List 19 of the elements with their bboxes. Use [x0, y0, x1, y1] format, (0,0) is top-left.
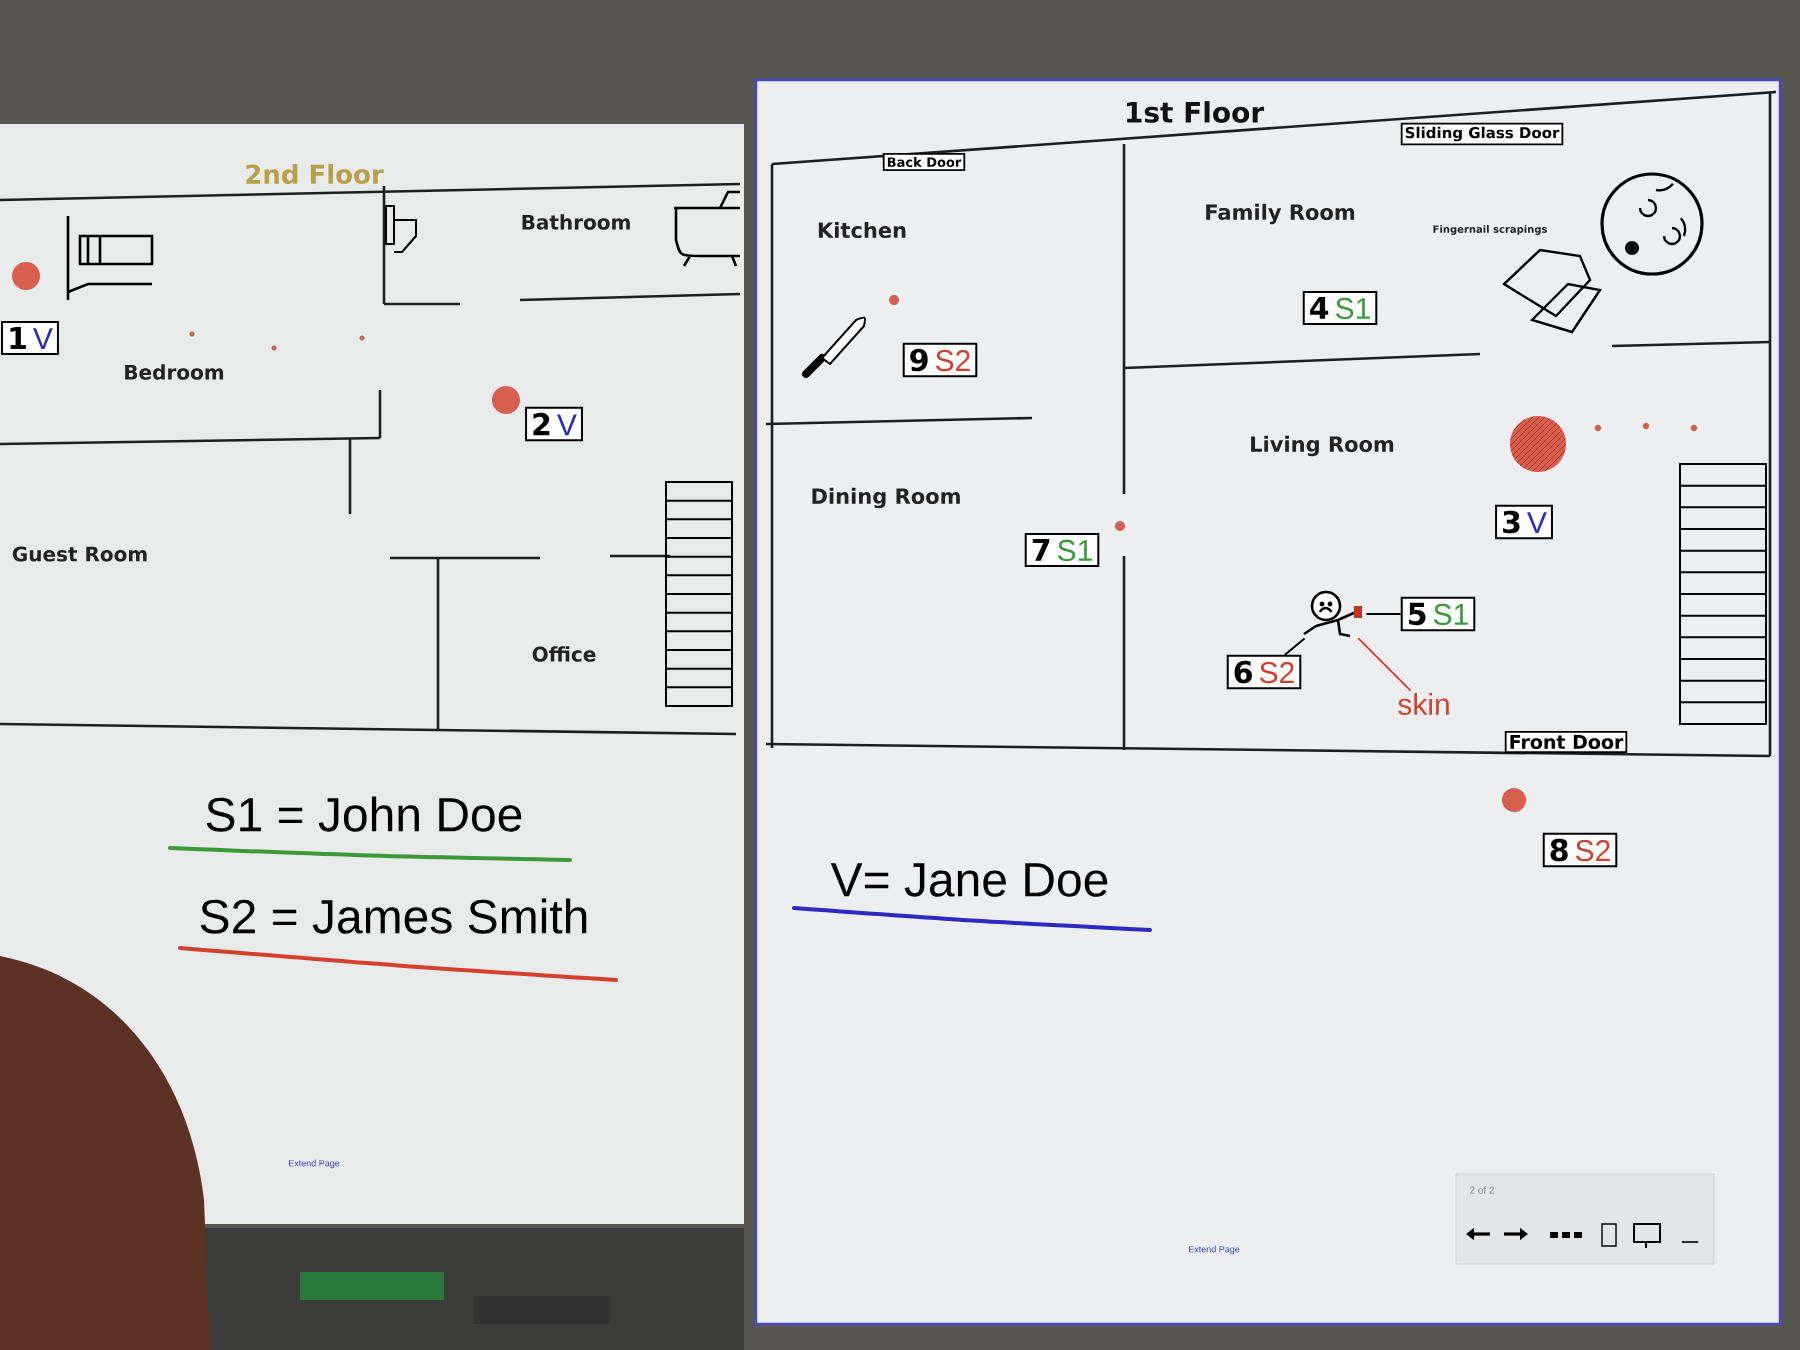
- room-label: Office: [532, 646, 596, 662]
- room-label: Living Room: [1251, 435, 1394, 457]
- leader-line: [1357, 637, 1412, 692]
- handwritten-label: skin: [1398, 693, 1449, 715]
- room-label: Kitchen: [818, 221, 906, 239]
- room-label: Guest Room: [12, 546, 147, 562]
- room-label: Dining Room: [812, 487, 960, 509]
- room-label: Bathroom: [522, 214, 630, 230]
- door-sign: Front Door: [1504, 731, 1628, 753]
- room-label: Family Room: [1206, 203, 1355, 225]
- leader-line: [1365, 613, 1402, 615]
- handwritten-note: S1 = John Doe: [206, 796, 522, 832]
- person-drawing: [1302, 590, 1362, 638]
- handwritten-note: S2 = James Smith: [200, 898, 587, 934]
- floor-title: 1st Floor: [1127, 101, 1265, 123]
- handwritten-note: V= Jane Doe: [830, 863, 1108, 897]
- floor-title: 2nd Floor: [246, 163, 384, 185]
- room-label: Bedroom: [125, 364, 224, 380]
- leader-line: [1283, 637, 1306, 656]
